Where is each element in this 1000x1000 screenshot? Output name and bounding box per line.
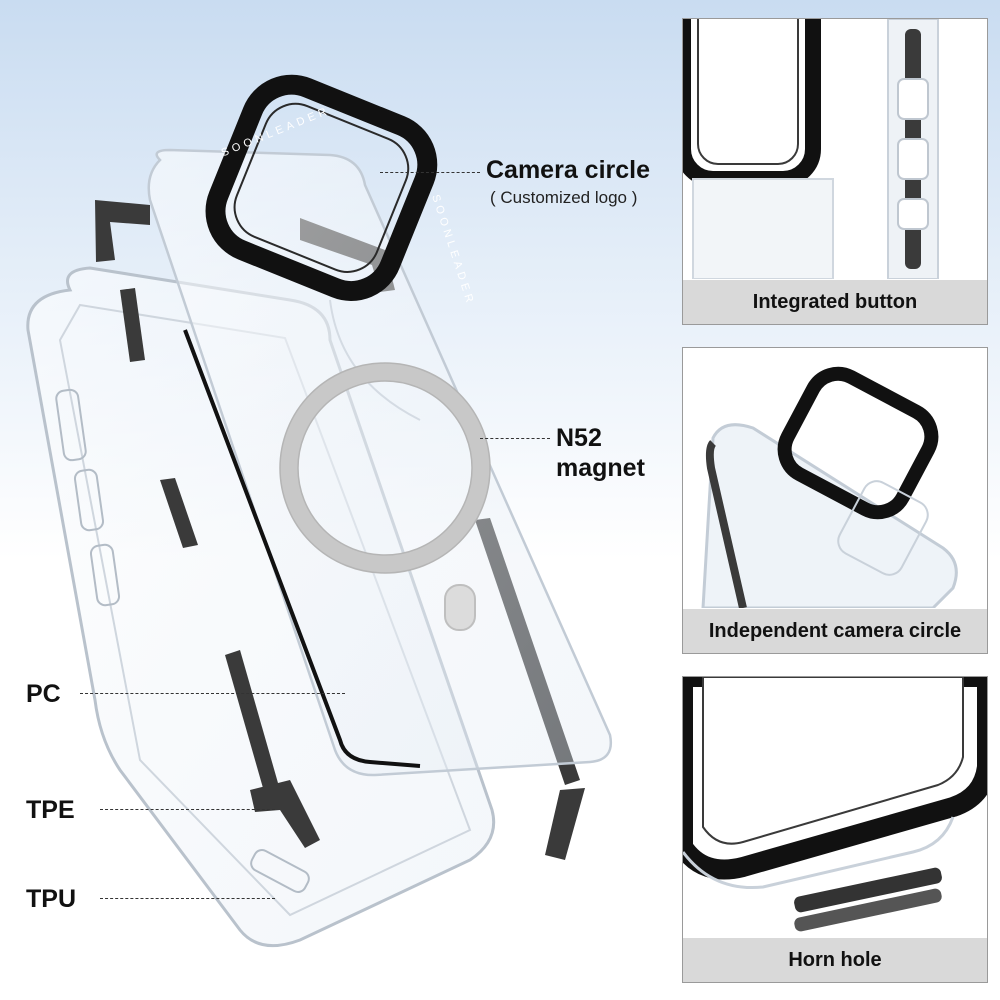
camera-circle-ring: [205, 74, 438, 301]
magnet-title-line2: magnet: [556, 454, 645, 482]
panel-caption-horn-hole: Horn hole: [683, 938, 987, 982]
camera-circle-subtitle: ( Customized logo ): [490, 188, 638, 207]
panel-horn-hole: Horn hole: [682, 676, 988, 983]
exploded-case-illustration: SOONLEADER SOONLEADER: [26, 74, 613, 948]
magnet-title-line1: N52: [556, 424, 602, 452]
integrated-button-photo: [683, 19, 987, 279]
magnet-leader: [480, 438, 550, 439]
ring-brand-text-side: SOONLEADER: [429, 193, 476, 307]
independent-camera-circle-photo: [683, 348, 987, 608]
tpu-leader: [100, 898, 275, 899]
panel-integrated-button: Integrated button: [682, 18, 988, 325]
pc-label: PC: [26, 680, 61, 708]
panel-caption-independent-camera-circle: Independent camera circle: [683, 609, 987, 653]
panel-caption-integrated-button: Integrated button: [683, 280, 987, 324]
panel-independent-camera-circle: Independent camera circle: [682, 347, 988, 654]
tpe-leader: [100, 809, 275, 810]
tpe-label: TPE: [26, 796, 75, 824]
n52-magnet-ring: [279, 362, 491, 574]
horn-hole-photo: [683, 677, 987, 937]
pc-leader: [80, 693, 345, 694]
camera-circle-title: Camera circle: [486, 156, 651, 184]
camera-circle-leader: [380, 172, 480, 173]
tpu-label: TPU: [26, 885, 76, 913]
